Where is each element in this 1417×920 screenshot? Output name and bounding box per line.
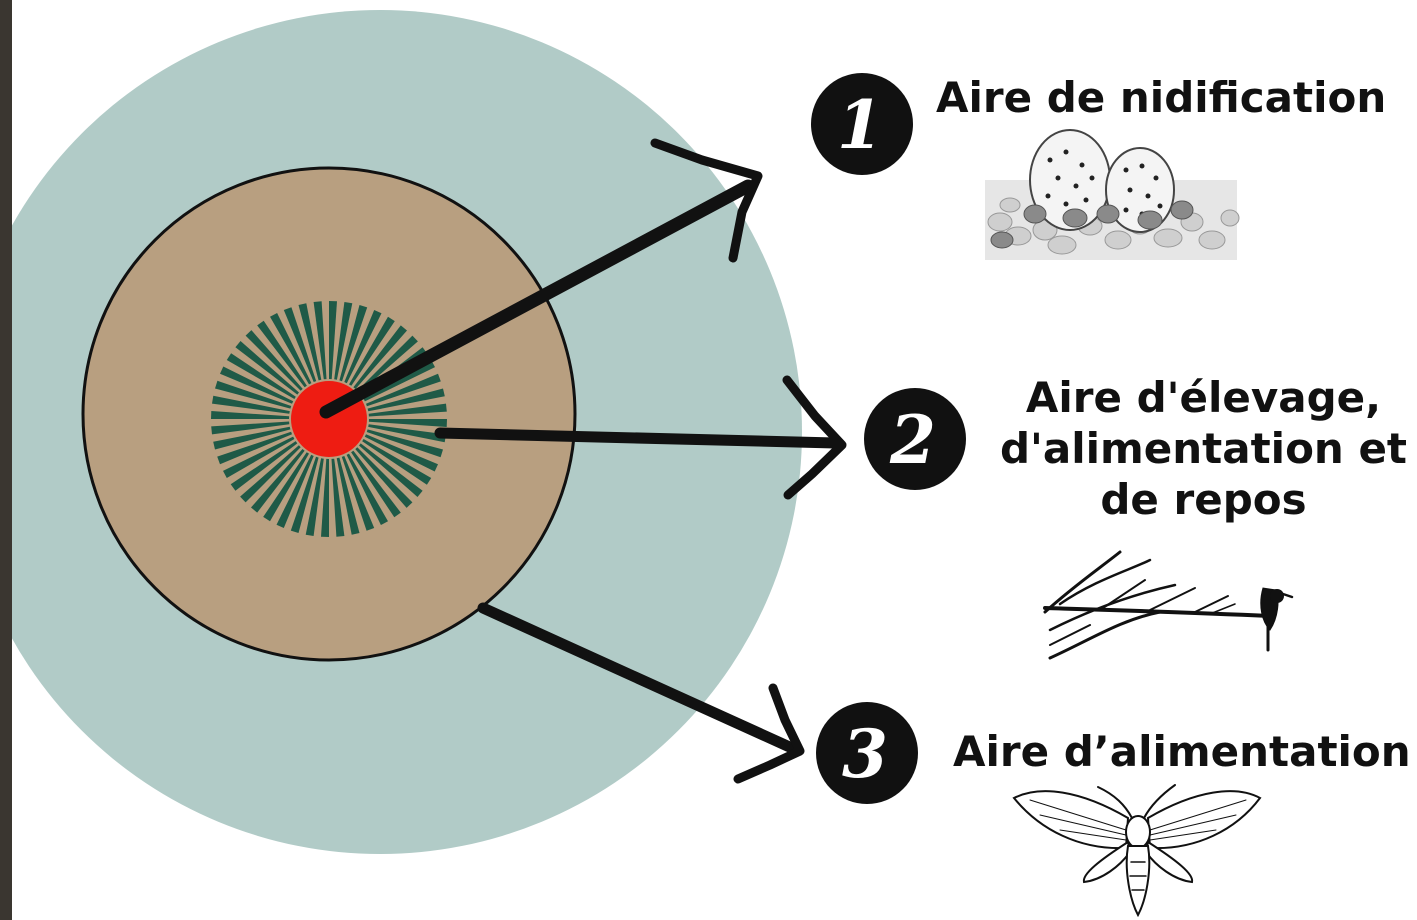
zone-2-number: 2 bbox=[889, 401, 936, 479]
zone-2-label: Aire d'élevage, d'alimentation et de rep… bbox=[990, 372, 1417, 526]
moth-icon bbox=[1014, 785, 1260, 915]
bird-on-branch-icon bbox=[1045, 552, 1292, 658]
zone-3-label: Aire d’alimentation bbox=[953, 726, 1411, 777]
zone-1-label: Aire de nidification bbox=[936, 72, 1386, 123]
zone-3-number-badge: 3 bbox=[816, 702, 918, 804]
left-border-bar bbox=[0, 0, 12, 920]
zone-2-number-badge: 2 bbox=[864, 388, 966, 490]
zone-1-number: 1 bbox=[837, 86, 883, 164]
eggs-in-nest-icon bbox=[985, 130, 1239, 260]
zone-3-number: 3 bbox=[842, 715, 888, 793]
zone-1-number-badge: 1 bbox=[811, 73, 913, 175]
